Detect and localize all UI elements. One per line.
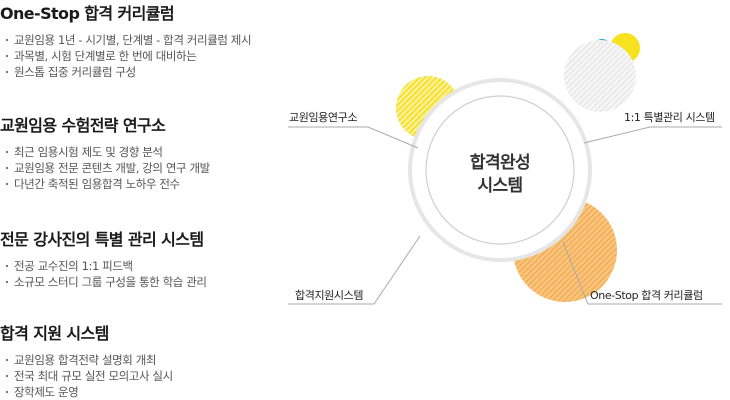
section-special-management: 전문 강사진의 특별 관리 시스템 전공 교수진의 1:1 피드백 소규모 스터… — [0, 226, 207, 290]
bullet-list: 전공 교수진의 1:1 피드백 소규모 스터디 그룹 구성을 통한 학습 관리 — [0, 258, 207, 290]
gray-hatched-circle — [564, 40, 636, 112]
bullet-item: 최근 임용시험 제도 및 경향 분석 — [0, 144, 210, 160]
section-title: 합격 지원 시스템 — [0, 324, 109, 343]
bullet-item: 과목별, 시험 단계별로 한 번에 대비하는 — [0, 48, 251, 64]
bullet-item: 교원임용 1년 - 시기별, 단계별 - 합격 커리큘럼 제시 — [0, 32, 252, 48]
label-pass-support: 합격지원시스템 — [295, 289, 364, 302]
bullet-list: 최근 임용시험 제도 및 경향 분석 교원임용 전문 콘텐츠 개발, 강의 연구… — [0, 144, 210, 192]
connector-research — [288, 126, 419, 149]
label-special-management: 1:1 특별관리 시스템 — [624, 111, 715, 124]
bullet-item: 다년간 축적된 임용합격 노하우 전수 — [0, 176, 210, 192]
bullet-item: 전국 최대 규모 실전 모의고사 실시 — [0, 368, 173, 384]
section-title: 교원임용 수험전략 연구소 — [0, 116, 166, 135]
label-research-institute: 교원임용연구소 — [289, 111, 358, 124]
section-title: One-Stop 합격 커리큘럼 — [0, 4, 175, 23]
center-inner-ring — [425, 95, 575, 245]
bullet-item: 교원임용 전문 콘텐츠 개발, 강의 연구 개발 — [0, 160, 210, 176]
bullet-item: 소규모 스터디 그룹 구성을 통한 학습 관리 — [0, 274, 207, 290]
section-onestop-curriculum: One-Stop 합격 커리큘럼 교원임용 1년 - 시기별, 단계별 - 합격… — [0, 0, 252, 80]
bullet-item: 원스톱 집중 커리큘럼 구성 — [0, 64, 251, 80]
center-title: 합격완성 시스템 — [440, 152, 560, 198]
section-title: 전문 강사진의 특별 관리 시스템 — [0, 230, 204, 249]
bullet-item: 교원임용 합격전략 설명회 개최 — [0, 352, 173, 368]
bullet-list: 교원임용 1년 - 시기별, 단계별 - 합격 커리큘럼 제시 과목별, 시험 … — [0, 32, 252, 80]
diagram-graphic — [288, 33, 722, 305]
section-pass-support: 합격 지원 시스템 교원임용 합격전략 설명회 개최 전국 최대 규모 실전 모… — [0, 320, 173, 400]
bullet-list: 교원임용 합격전략 설명회 개최 전국 최대 규모 실전 모의고사 실시 장학제… — [0, 352, 173, 400]
label-onestop-curriculum: One-Stop 합격 커리큘럼 — [590, 289, 703, 302]
bullet-item: 장학제도 운영 — [0, 384, 173, 400]
bullet-item: 전공 교수진의 1:1 피드백 — [0, 258, 207, 274]
connector-special — [583, 126, 722, 144]
connector-support — [288, 235, 421, 305]
center-title-line2: 시스템 — [477, 176, 523, 196]
system-diagram: 합격완성 시스템 교원임용연구소 1:1 특별관리 시스템 합격지원시스템 On… — [270, 0, 730, 400]
section-strategy-lab: 교원임용 수험전략 연구소 최근 임용시험 제도 및 경향 분석 교원임용 전문… — [0, 112, 210, 192]
connector-onestop — [562, 241, 722, 305]
center-title-line1: 합격완성 — [469, 153, 531, 173]
